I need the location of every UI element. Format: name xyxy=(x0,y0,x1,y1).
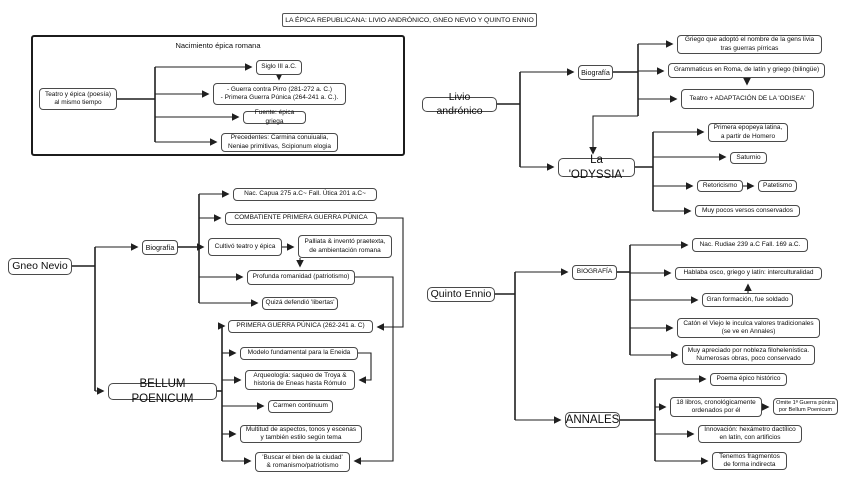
node-guerras: - Guerra contra Pirro (281-272 a. C.) - … xyxy=(213,83,346,105)
node-nac-capua: Nac. Capua 275 a.C~ Fall. Útica 201 a.C~ xyxy=(233,188,377,201)
node-18-libros: 18 libros, cronológicamente ordenados po… xyxy=(670,397,762,417)
nacimiento-frame: Nacimiento épica romana xyxy=(31,35,405,156)
node-griego-gens-livia: Griego que adoptó el nombre de la gens l… xyxy=(677,35,822,54)
node-muy-apreciado: Muy apreciado por nobleza filohelenístic… xyxy=(682,345,815,365)
page-title: LA ÉPICA REPUBLICANA: LIVIO ANDRÓNICO, G… xyxy=(282,13,537,27)
node-bellum-poenicum: BELLUM POENICUM xyxy=(108,378,217,405)
node-livio-andronico: Livio andrónico xyxy=(422,91,497,117)
node-primera-epopeya: Primera epopeya latina, a partir de Home… xyxy=(708,123,788,142)
node-fuente-epica-griega: Fuente: épica griega xyxy=(243,109,306,125)
node-combatiente: COMBATIENTE PRIMERA GUERRA PÚNICA xyxy=(225,212,377,225)
node-grammaticus: Grammaticus en Roma, de latín y griego (… xyxy=(668,63,825,78)
node-omite-guerra-punica: Omite 1ª Guerra púnica por Bellum Poenic… xyxy=(773,398,838,415)
node-annales: ANNALES xyxy=(565,412,620,428)
node-gneo-nevio: Gneo Nevio xyxy=(8,258,72,275)
node-patetismo: Patetismo xyxy=(758,180,797,192)
node-poema-epico: Poema épico histórico xyxy=(710,373,787,386)
node-hablaba-osco: Hablaba osco, griego y latín: intercultu… xyxy=(675,267,822,280)
node-retoricismo: Retoricismo xyxy=(697,180,743,192)
node-palliata-praetexta: Palliata & inventó praetexta, de ambient… xyxy=(298,235,392,258)
node-primera-guerra-punica: PRIMERA GUERRA PÚNICA (262-241 a. C) xyxy=(228,320,373,333)
node-precedentes: Precedentes: Carmina conuiualia, Neniae … xyxy=(221,133,338,152)
node-fragmentos-indirecta: Tenemos fragmentos de forma indirecta xyxy=(712,452,787,470)
node-arqueologia-troya: Arqueología: saqueo de Troya & historia … xyxy=(245,370,355,390)
node-gran-formacion: Gran formación, fue soldado xyxy=(702,293,793,307)
node-nac-rudiae: Nac. Rudiae 239 a.C Fall. 169 a.C. xyxy=(692,238,808,252)
node-quinto-ennio: Quinto Ennio xyxy=(427,287,495,302)
node-buscar-bien-ciudad: 'Buscar el bien de la ciudad' & romanism… xyxy=(255,452,350,472)
node-carmen-continuum: Carmen continuum xyxy=(268,400,333,413)
nacimiento-heading: Nacimiento épica romana xyxy=(175,41,261,50)
node-saturnio: Saturnio xyxy=(730,152,767,164)
node-pocos-versos: Muy pocos versos conservados xyxy=(695,205,800,217)
node-quiza-libertas: Quizá defendió 'libertas' xyxy=(262,297,338,310)
node-multitud-aspectos: Multitud de aspectos, tonos y escenas y … xyxy=(240,425,362,443)
node-teatro-adaptacion-odisea: Teatro + ADAPTACIÓN DE LA 'ODISEA' xyxy=(681,89,814,109)
node-innovacion-hexametro: Innovación: hexámetro dactílico en latín… xyxy=(698,425,802,443)
node-caton-viejo: Catón el Viejo le inculca valores tradic… xyxy=(677,318,820,338)
node-profunda-romanidad: Profunda romanidad (patriotismo) xyxy=(247,270,355,285)
node-modelo-eneida: Modelo fundamental para la Eneida xyxy=(240,347,358,360)
node-la-odyssia: La 'ODYSSIA' xyxy=(558,154,635,181)
node-cultivo-teatro-epica: Cultivó teatro y épica xyxy=(208,238,282,256)
node-siglo-iii: Siglo III a.C. xyxy=(256,60,302,75)
node-teatro-y-epica: Teatro y épica (poesía) al mismo tiempo xyxy=(39,88,117,110)
node-quinto-biografia: BIOGRAFÍA xyxy=(572,265,617,280)
node-livio-biografia: Biografía xyxy=(578,65,613,80)
arrow-lines xyxy=(95,40,770,465)
node-gneo-biografia: Biografía xyxy=(142,240,178,255)
